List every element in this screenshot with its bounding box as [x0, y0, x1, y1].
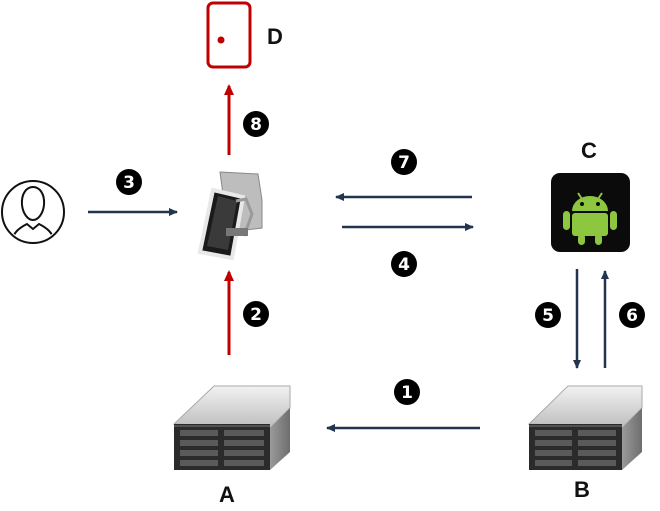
node-label-a: A: [219, 482, 235, 507]
node-label-c: C: [581, 138, 597, 163]
step-badge-5: 5: [535, 302, 561, 328]
user-avatar-icon: [1, 180, 65, 244]
server-icon: [172, 385, 291, 470]
step-badge-2: 2: [243, 301, 269, 327]
node-label-d: D: [267, 24, 283, 49]
server-a: A: [172, 385, 291, 507]
step-badge-3: 3: [116, 169, 142, 195]
svg-text:7: 7: [398, 153, 410, 173]
server-b: B: [527, 385, 643, 502]
server-icon: [527, 385, 643, 470]
svg-text:8: 8: [250, 115, 262, 135]
door-icon: [206, 1, 252, 69]
step-badge-7: 7: [391, 149, 417, 175]
step-badge-8: 8: [243, 111, 269, 137]
android-app-icon: [551, 173, 630, 252]
step-badge-4: 4: [391, 251, 417, 277]
door-d: D: [206, 1, 283, 69]
step-badge-1: 1: [394, 379, 420, 405]
svg-text:1: 1: [401, 383, 413, 403]
svg-text:5: 5: [542, 306, 554, 326]
svg-text:4: 4: [398, 255, 410, 275]
kiosk-terminal-icon: [197, 171, 263, 261]
svg-text:6: 6: [626, 306, 638, 326]
svg-text:2: 2: [250, 305, 262, 325]
step-badge-6: 6: [619, 302, 645, 328]
node-label-b: B: [574, 477, 590, 502]
svg-text:3: 3: [123, 173, 135, 193]
